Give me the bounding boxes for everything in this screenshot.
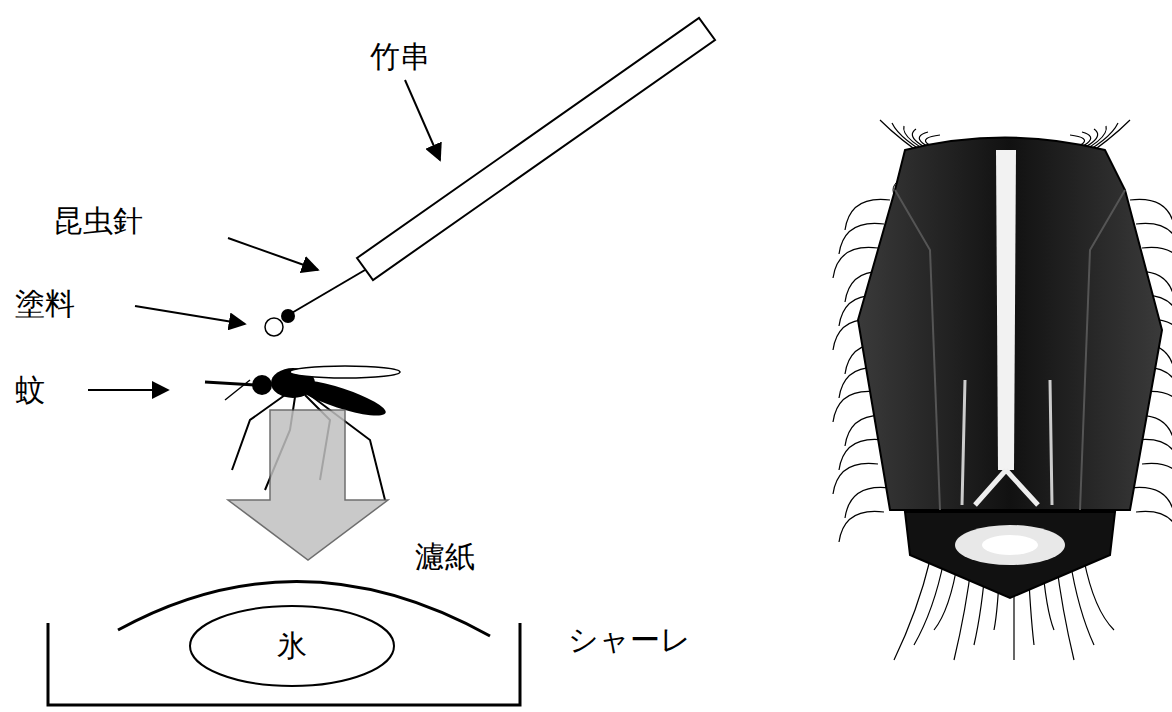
ice-outline <box>190 606 394 686</box>
leader-arrow <box>135 306 245 324</box>
paint-drop <box>265 318 283 336</box>
down-arrow <box>228 410 388 560</box>
thorax-illustration <box>833 120 1172 660</box>
filter-label: 濾紙 <box>415 540 475 573</box>
leader-arrow <box>88 389 168 391</box>
insect-pin <box>290 270 365 314</box>
pin-head <box>281 309 295 323</box>
mosquito-label: 蚊 <box>15 373 45 406</box>
ice-node: 氷 <box>192 608 392 684</box>
ice-label: 氷 <box>277 626 307 667</box>
pin-label: 昆虫針 <box>53 204 143 237</box>
paint-label: 塗料 <box>15 287 75 320</box>
dish-label: シャーレ <box>568 623 691 656</box>
leader-arrow <box>405 80 440 160</box>
leader-arrow <box>228 238 318 270</box>
bamboo-skewer <box>357 18 715 280</box>
skewer-label: 竹串 <box>370 40 430 73</box>
